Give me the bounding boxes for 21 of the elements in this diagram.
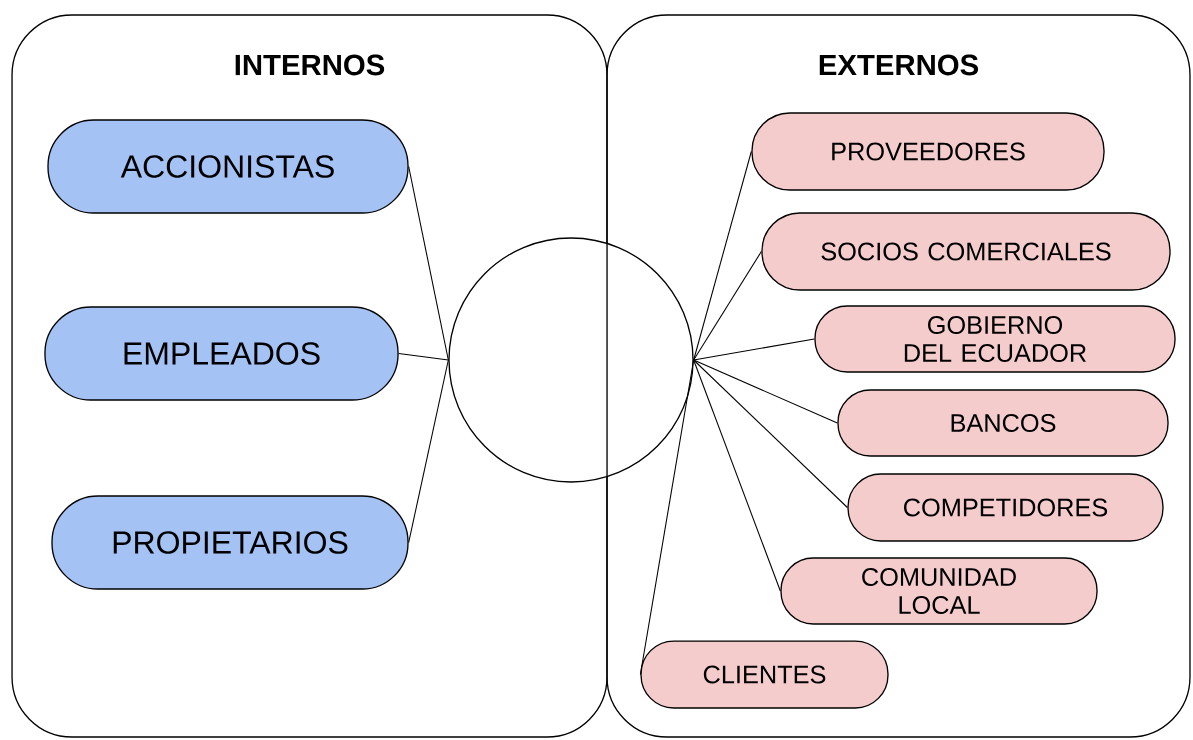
stakeholder-pill: SOCIOS COMERCIALES — [761, 212, 1171, 291]
connector-line — [693, 150, 752, 361]
connector-line — [693, 359, 781, 592]
connector-line — [693, 250, 762, 361]
connector-line — [398, 352, 449, 361]
connector-line — [693, 338, 815, 361]
connector-line — [408, 359, 449, 544]
stakeholder-pill: COMPETIDORES — [847, 473, 1164, 542]
stakeholder-pill: EMPLEADOS — [44, 306, 399, 401]
center-circle — [448, 237, 694, 483]
stakeholder-pill: BANCOS — [837, 389, 1169, 457]
stakeholder-pill: PROVEEDORES — [751, 112, 1105, 191]
connector-line — [693, 359, 838, 424]
stakeholder-pill: CLIENTES — [640, 640, 889, 709]
connector-line — [693, 359, 848, 509]
stakeholder-pill: COMUNIDAD LOCAL — [780, 557, 1098, 625]
connector-line — [408, 165, 449, 361]
stakeholder-pill: GOBIERNO DEL ECUADOR — [814, 305, 1176, 373]
connector-line — [639, 359, 695, 676]
stakeholder-pill: ACCIONISTAS — [47, 119, 409, 214]
stakeholder-pill: PROPIETARIOS — [51, 495, 409, 590]
